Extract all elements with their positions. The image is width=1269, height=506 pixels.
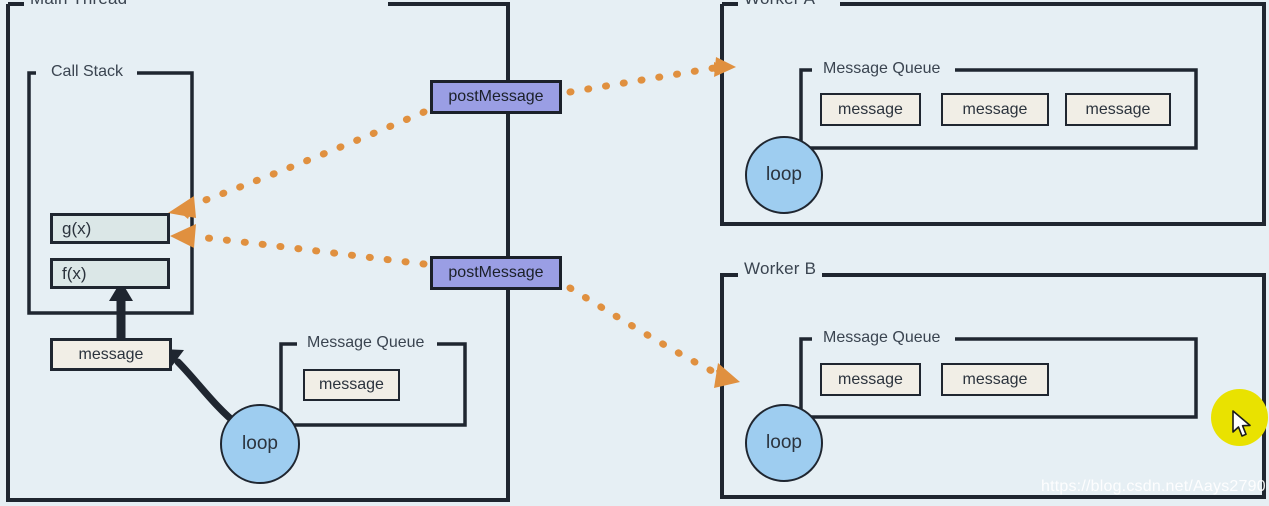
main-thread-message-queue-label: Message Queue — [302, 334, 430, 352]
worker-b-message-queue-border — [799, 337, 1198, 419]
main-message-queue-border — [279, 342, 467, 427]
call-stack-frame-f[interactable]: f(x) — [50, 258, 170, 289]
call-stack-border — [27, 71, 194, 315]
dotted-path-post-to-worker-b — [566, 284, 740, 388]
panel-title-worker-b: Worker B — [738, 259, 823, 279]
mouse-cursor-icon — [1232, 410, 1251, 437]
worker-b-queue-message-2[interactable]: message — [941, 363, 1049, 396]
worker-a-message-queue-border — [799, 68, 1198, 150]
main-thread-pending-message[interactable]: message — [50, 338, 172, 371]
panel-title-worker-a: Worker A — [738, 0, 822, 9]
dotted-path-post-top-to-call-stack — [168, 108, 428, 219]
worker-a-queue-message-1[interactable]: message — [820, 93, 921, 126]
panel-title-main-thread: Main Thread — [24, 0, 134, 9]
worker-b-event-loop[interactable]: loop — [745, 404, 823, 482]
dotted-path-post-to-worker-a — [566, 57, 736, 96]
call-stack-frame-g[interactable]: g(x) — [50, 213, 170, 244]
main-thread-queue-message-1[interactable]: message — [303, 369, 400, 401]
worker-a-queue-message-3[interactable]: message — [1065, 93, 1171, 126]
watermark-url: https://blog.csdn.net/Aays2790 — [1041, 478, 1266, 495]
arrow-message-to-call-stack — [109, 281, 133, 340]
post-message-button-bottom[interactable]: postMessage — [430, 256, 562, 290]
worker-a-queue-message-2[interactable]: message — [941, 93, 1049, 126]
worker-b-queue-message-1[interactable]: message — [820, 363, 921, 396]
worker-b-message-queue-label: Message Queue — [818, 329, 946, 347]
worker-a-message-queue-label: Message Queue — [818, 60, 946, 78]
post-message-button-top[interactable]: postMessage — [430, 80, 562, 114]
call-stack-label: Call Stack — [46, 63, 129, 81]
dotted-path-post-bottom-to-call-stack — [170, 224, 428, 268]
worker-a-event-loop[interactable]: loop — [745, 136, 823, 214]
panel-worker-b-border — [720, 273, 1266, 499]
main-thread-event-loop[interactable]: loop — [220, 404, 300, 484]
